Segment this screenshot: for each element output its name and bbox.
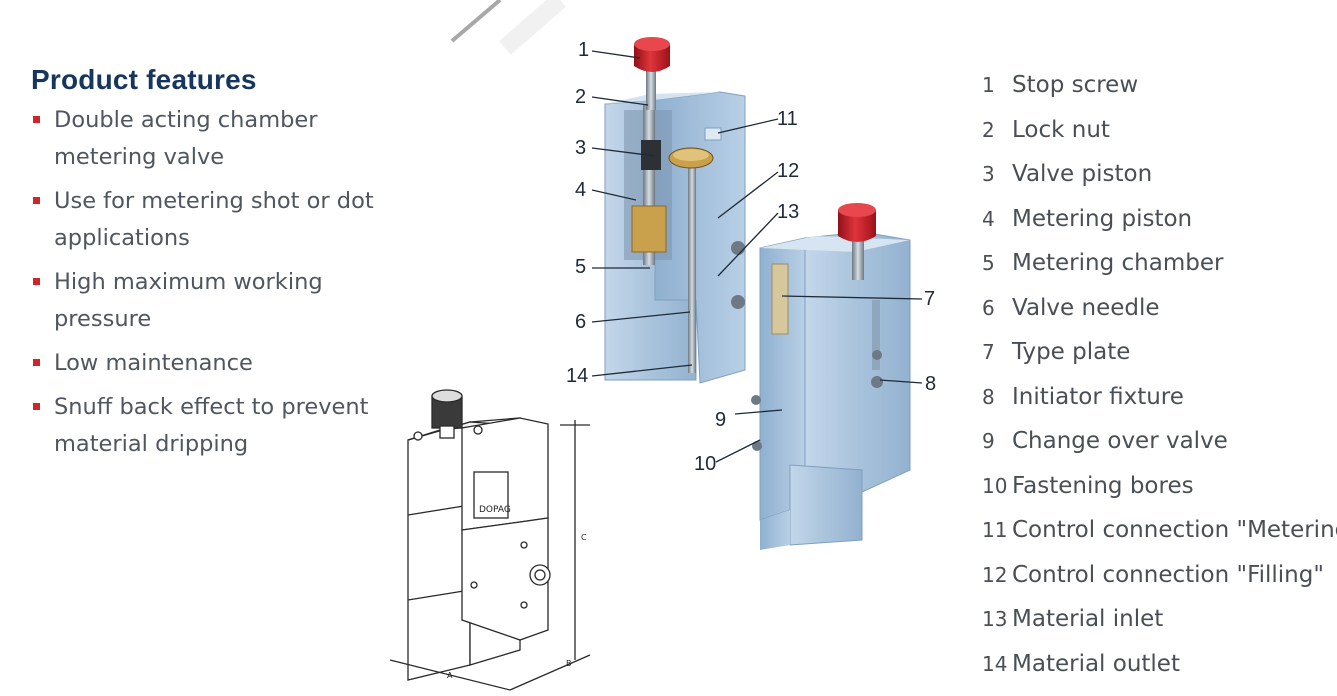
part-label: Valve piston [1012,161,1153,187]
part-label: Metering chamber [1012,250,1224,276]
part-number: 3 [982,162,995,186]
technical-drawing: DOPAG A B C [389,389,591,691]
part-number: 11 [982,518,1008,542]
part-label: Control connection "Filling" [1012,561,1324,588]
logo-text: DOPAG [479,505,511,515]
bullet-icon [33,197,40,204]
feature-item: High maximum working pressure [31,264,421,338]
feature-item: Low maintenance [31,345,421,382]
part-label: Stop screw [1012,72,1139,98]
callout-label: 4 [575,179,587,201]
part-number: 10 [982,473,1008,498]
callout-label: 7 [924,288,936,310]
callout-label: 2 [575,86,587,108]
callout-label: 10 [694,453,717,475]
bullet-icon [33,403,40,410]
part-number: 4 [982,206,995,231]
part-number: 2 [982,117,995,142]
feature-list: Double acting chamber metering valve Use… [31,102,421,470]
callout-label: 1 [578,39,590,61]
feature-text: Low maintenance [54,350,253,376]
feature-text: Snuff back effect to prevent material dr… [54,394,369,457]
feature-item: Snuff back effect to prevent material dr… [31,389,421,463]
parts-legend-item: 7 Type plate [982,330,1337,375]
part-number: 13 [982,607,1008,631]
parts-legend-item: 5 Metering chamber [982,241,1337,286]
parts-legend-item: 6 Valve needle [982,286,1337,331]
callout-label: 14 [566,365,589,387]
callout-label: 11 [777,108,798,130]
part-label: Control connection "Metering" [1012,517,1337,543]
part-label: Initiator fixture [1012,383,1184,410]
callout-label: 13 [777,201,800,223]
callout-label: 6 [575,311,587,333]
parts-legend-item: 8 Initiator fixture [982,375,1337,420]
part-number: 1 [982,73,995,97]
feature-text: Use for metering shot or dot application… [54,188,374,251]
part-number: 14 [982,651,1008,676]
part-label: Fastening bores [1012,472,1194,499]
parts-legend-item: 1 Stop screw [982,63,1337,108]
parts-legend-item: 3 Valve piston [982,152,1337,197]
callout-leaders [591,50,923,463]
section-heading: Product features [31,64,257,95]
feature-item: Use for metering shot or dot application… [31,183,421,257]
part-number: 12 [982,562,1008,587]
parts-legend-item: 4 Metering piston [982,197,1337,242]
callout-label: 3 [575,137,587,159]
bullet-icon [33,116,40,123]
assembled-valve [751,203,911,550]
part-number: 9 [982,429,995,453]
part-label: Valve needle [1012,294,1160,321]
parts-legend-item: 9 Change over valve [982,419,1337,464]
parts-legend-item: 2 Lock nut [982,108,1337,153]
callout-label: 9 [715,409,727,431]
bullet-icon [33,359,40,366]
part-label: Metering piston [1012,205,1193,232]
dimension-b: B [566,659,572,668]
part-label: Type plate [1012,339,1131,365]
part-label: Change over valve [1012,428,1228,454]
part-number: 8 [982,384,995,409]
callout-label: 12 [777,160,800,182]
part-number: 5 [982,251,995,275]
callout-label: 8 [925,373,937,395]
callout-label: 5 [575,256,587,278]
feature-text: High maximum working pressure [54,269,323,332]
dimension-c: C [581,533,587,542]
part-number: 6 [982,295,995,320]
needle-graphic [450,0,566,55]
feature-item: Double acting chamber metering valve [31,102,421,176]
feature-text: Double acting chamber metering valve [54,107,318,170]
part-number: 7 [982,340,995,364]
bullet-icon [33,278,40,285]
part-label: Lock nut [1012,116,1110,143]
dimension-a: A [447,671,453,680]
part-label: Material outlet [1012,650,1180,677]
cutaway-valve [604,37,746,384]
part-label: Material inlet [1012,606,1164,632]
